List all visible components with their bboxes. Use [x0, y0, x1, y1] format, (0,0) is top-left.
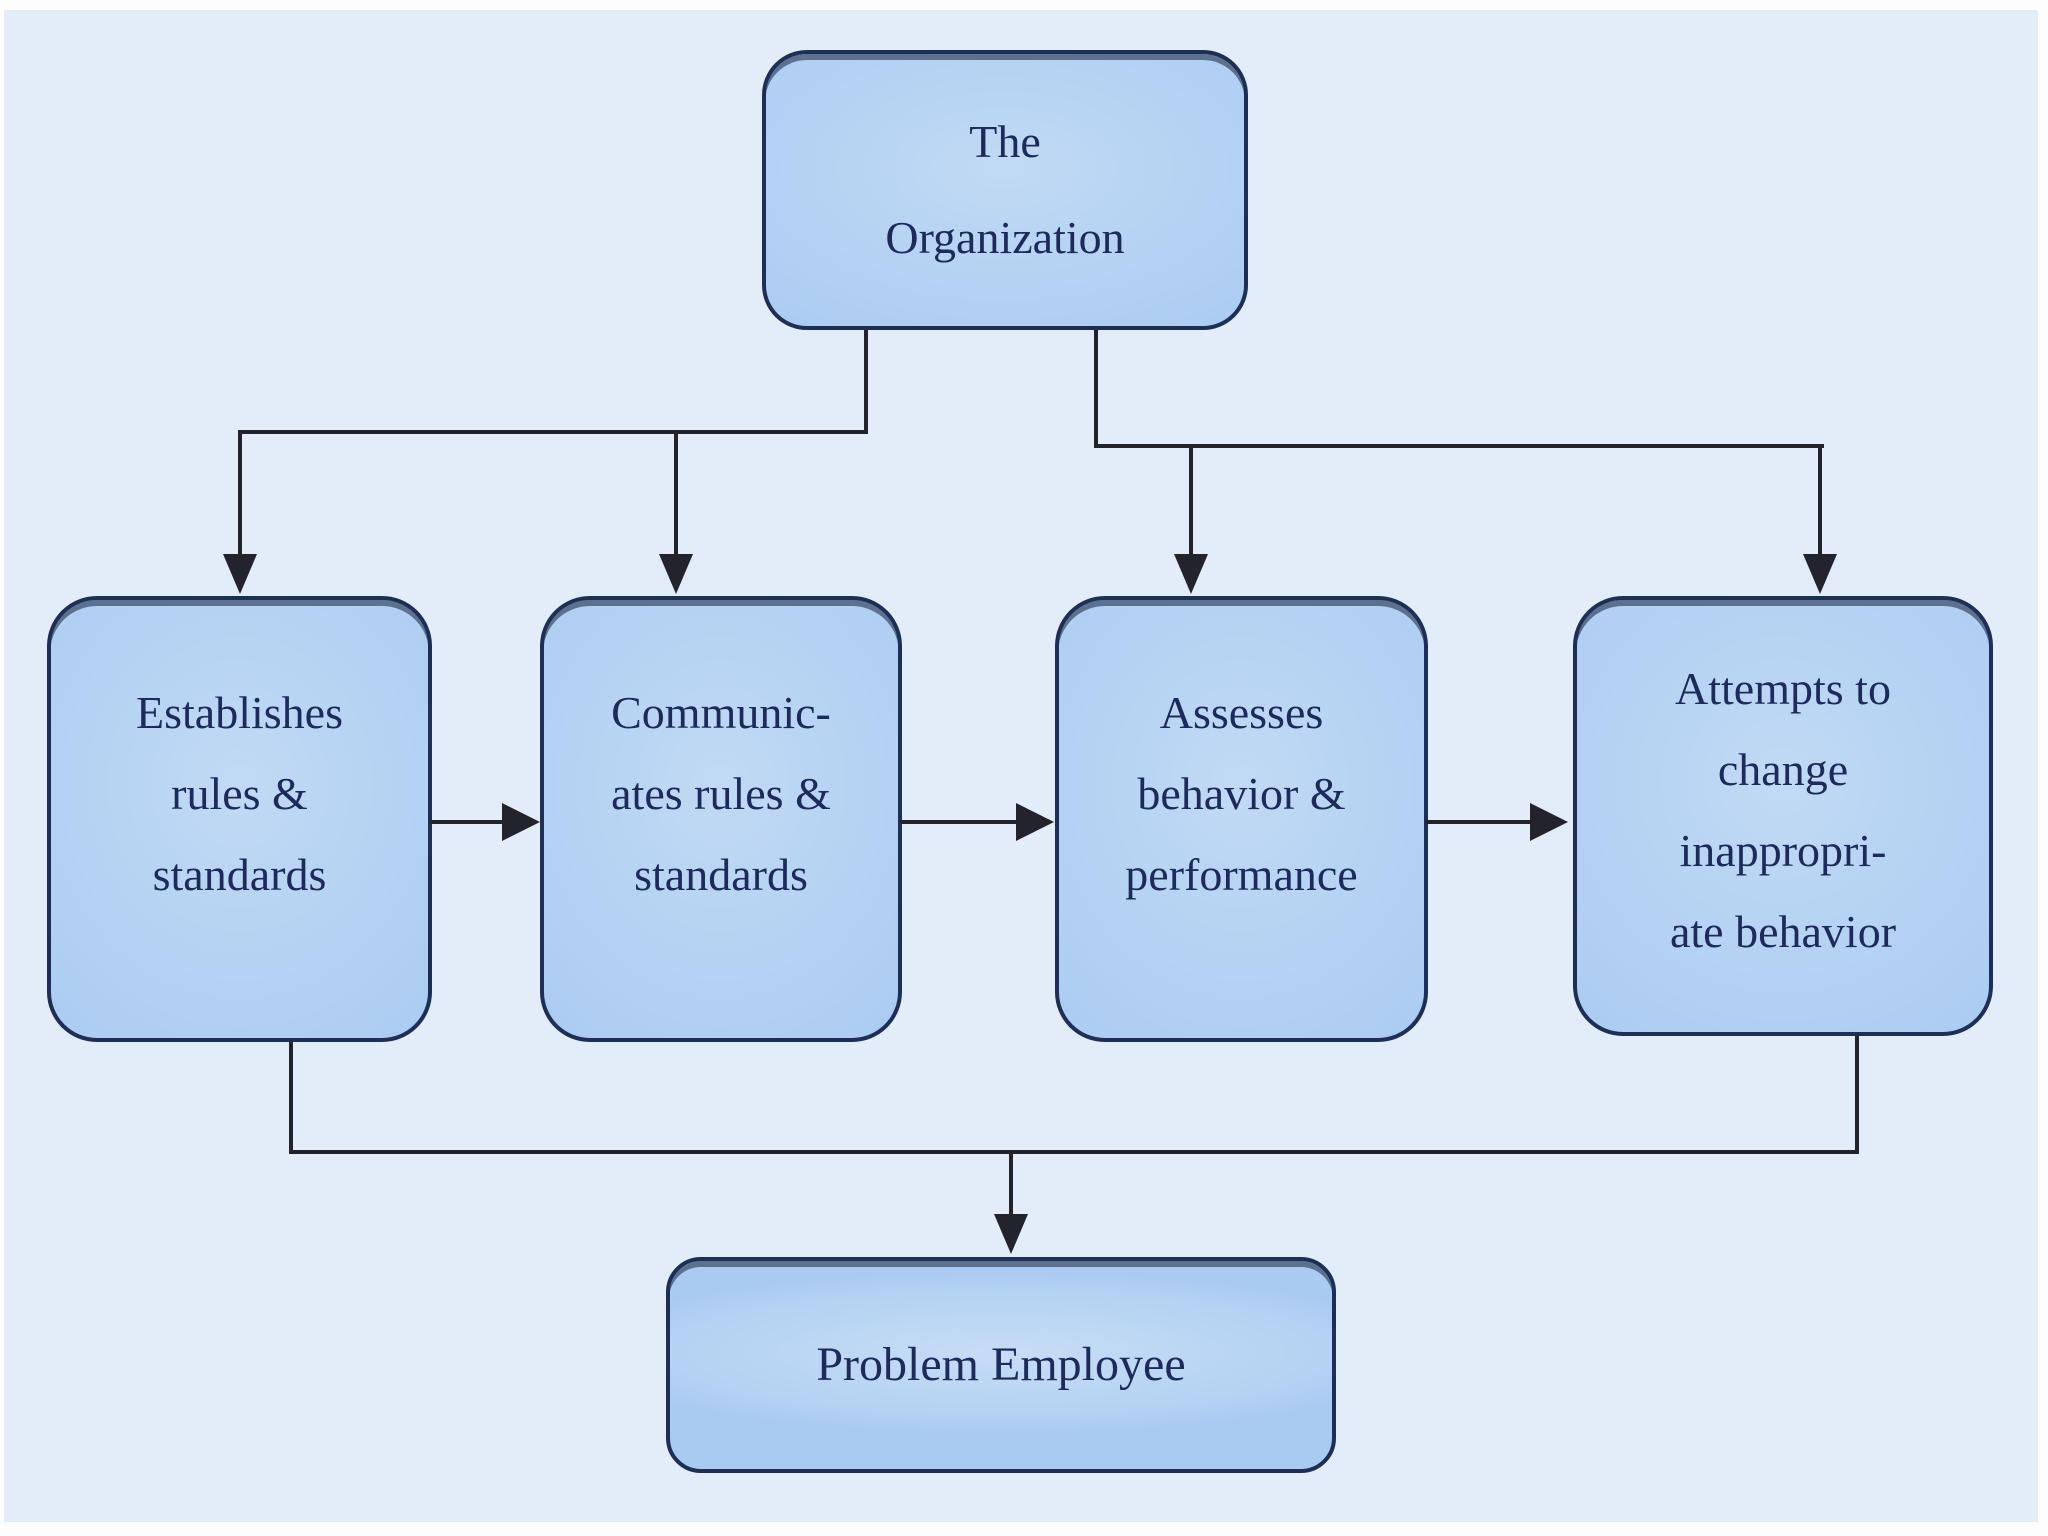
node-text-line: inappropri-: [1679, 825, 1887, 876]
connector-to-communicates: [674, 430, 678, 554]
connector-left-branch: [240, 430, 868, 434]
connector-org-right-drop: [1094, 330, 1098, 448]
connector-assesses-to-attempts: [1426, 820, 1532, 824]
connector-establishes-down: [289, 1042, 293, 1154]
connector-establishes-to-communicates: [430, 820, 504, 824]
node-assesses-behavior-performance: Assesses behavior & performance: [1055, 596, 1428, 1042]
arrowhead-communicates: [659, 554, 693, 594]
node-text-line: Assesses: [1159, 686, 1324, 738]
node-text-line: standards: [634, 848, 808, 900]
connector-to-problem-employee: [1009, 1150, 1013, 1216]
node-the-organization: The Organization: [762, 50, 1248, 330]
node-text-line: behavior &: [1137, 767, 1346, 819]
arrowhead-problem-employee: [994, 1214, 1028, 1254]
node-text-line: Problem Employee: [816, 1338, 1186, 1391]
connector-bottom-collector: [289, 1150, 1859, 1154]
node-text-line: standards: [152, 848, 327, 900]
arrowhead-right-assesses: [1016, 803, 1054, 841]
connector-to-assesses: [1189, 444, 1193, 554]
node-communicates-rules-standards: Communic- ates rules & standards: [540, 596, 902, 1042]
node-establishes-rules-standards: Establishes rules & standards: [47, 596, 432, 1042]
connector-attempts-down: [1855, 1036, 1859, 1154]
node-text-line: performance: [1125, 848, 1358, 900]
node-problem-employee: Problem Employee: [666, 1257, 1336, 1473]
connector-org-left-drop: [864, 330, 868, 434]
connector-communicates-to-assesses: [900, 820, 1018, 824]
node-text-line: Organization: [885, 212, 1125, 263]
node-attempts-change-behavior: Attempts to change inappropri- ate behav…: [1573, 596, 1993, 1036]
node-text-line: The: [969, 116, 1041, 167]
node-text-line: rules &: [171, 767, 308, 819]
node-text-line: Attempts to: [1675, 663, 1891, 714]
connector-to-establishes: [238, 430, 242, 554]
connector-right-branch: [1094, 444, 1824, 448]
arrowhead-right-communicates: [502, 803, 540, 841]
node-text-line: Communic-: [611, 686, 831, 738]
arrowhead-right-attempts: [1530, 803, 1568, 841]
node-text-line: change: [1717, 744, 1849, 795]
node-text-line: ate behavior: [1669, 906, 1897, 957]
arrowhead-assesses: [1174, 554, 1208, 594]
arrowhead-attempts: [1803, 554, 1837, 594]
node-text-line: ates rules &: [611, 767, 831, 819]
node-text-line: Establishes: [136, 686, 343, 738]
arrowhead-establishes: [223, 554, 257, 594]
connector-to-attempts: [1818, 444, 1822, 554]
